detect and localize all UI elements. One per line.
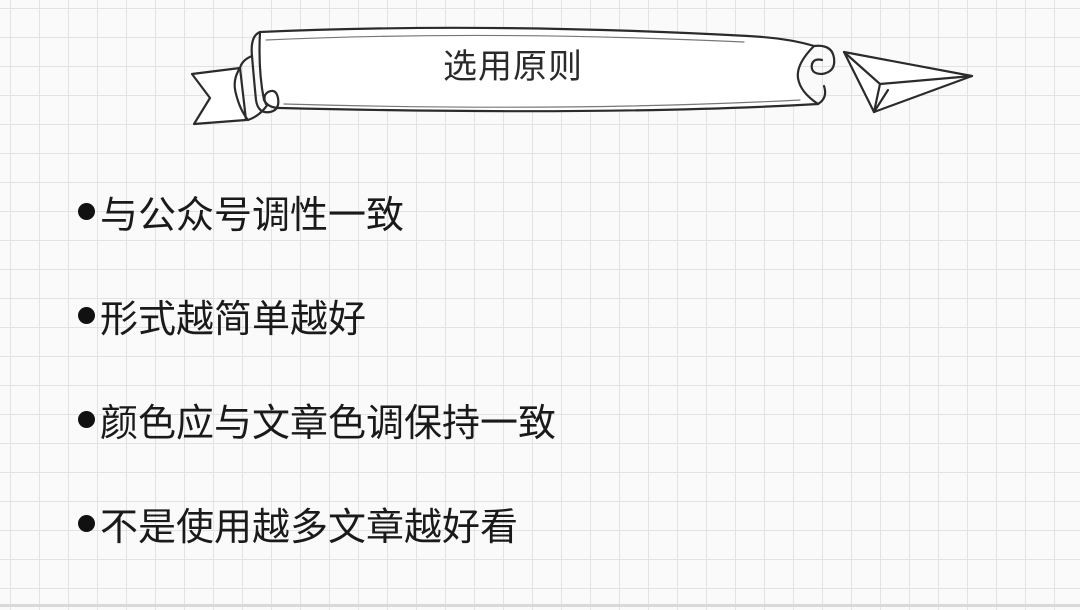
bullet-dot-icon [78, 410, 95, 428]
list-item-text: 与公众号调性一致 [100, 192, 405, 237]
bullet-dot-icon [78, 514, 95, 532]
list-item: 不是使用越多文章越好看 [78, 495, 556, 551]
list-item: 颜色应与文章色调保持一致 [78, 391, 556, 447]
list-item-text: 形式越简单越好 [100, 296, 367, 341]
title-banner: 选用原则 [188, 20, 838, 132]
list-item: 与公众号调性一致 [78, 183, 556, 239]
list-item-text: 不是使用越多文章越好看 [100, 504, 519, 549]
ribbon-banner-icon [190, 26, 836, 126]
page-title: 选用原则 [443, 47, 583, 87]
list-item-text: 颜色应与文章色调保持一致 [100, 400, 557, 445]
list-item: 形式越简单越好 [78, 287, 556, 343]
bullet-dot-icon [78, 306, 95, 324]
bottom-divider [0, 604, 1080, 607]
paper-plane-icon [842, 50, 974, 114]
bullet-dot-icon [78, 202, 95, 220]
principle-list: 与公众号调性一致 形式越简单越好 颜色应与文章色调保持一致 不是使用越多文章越好… [78, 183, 556, 599]
